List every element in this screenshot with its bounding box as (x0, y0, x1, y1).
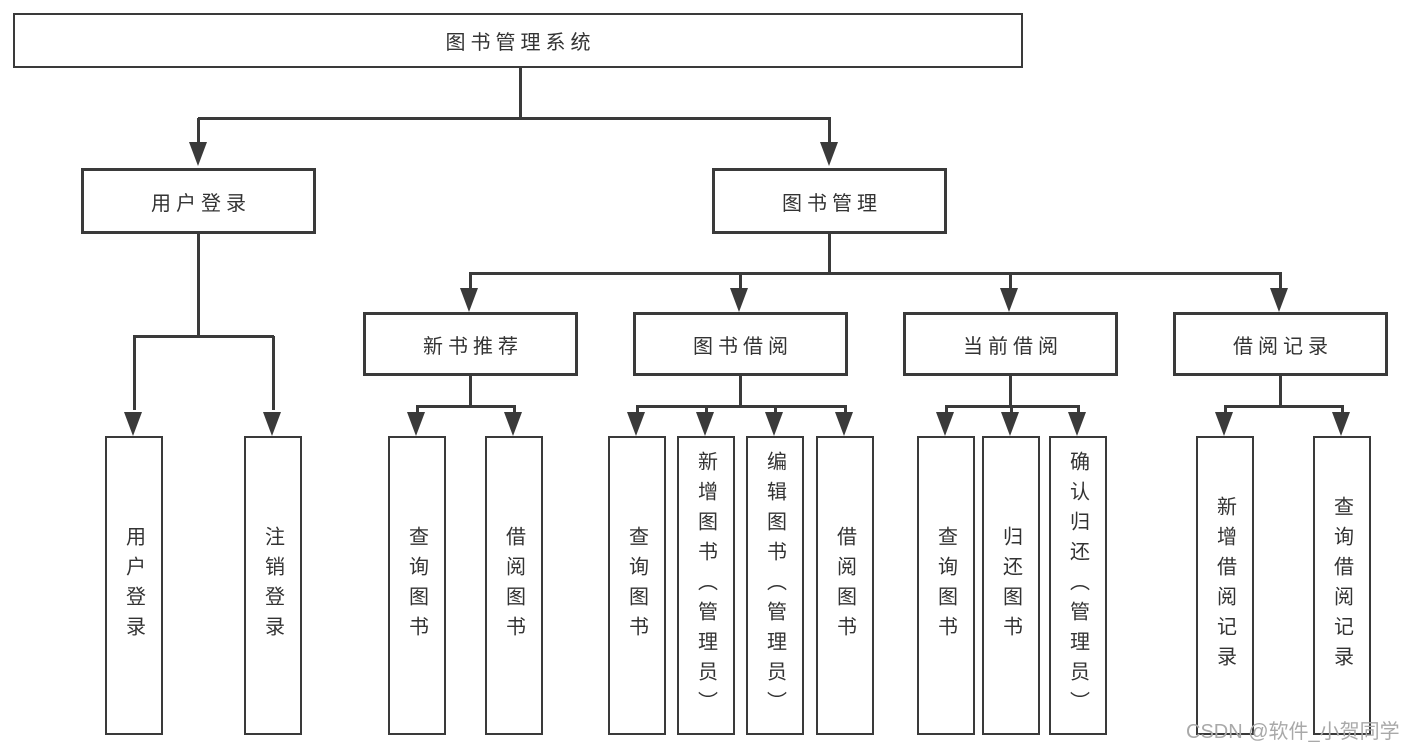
connector-drop-current-borrowing (1009, 274, 1012, 290)
leaf-user-login: 用户登录 (105, 436, 163, 735)
connector-drop-new-book (469, 274, 472, 290)
connector-borrowing-records-hbar (1224, 405, 1344, 408)
connector-new-book-stub (469, 376, 472, 406)
arrow-down-icon (1001, 412, 1019, 436)
leaf-recommend-borrow-book: 借阅图书 (485, 436, 543, 735)
arrow-down-icon (1215, 412, 1233, 436)
arrow-down-icon (124, 412, 142, 436)
arrow-down-icon (189, 142, 207, 166)
arrow-down-icon (1068, 412, 1086, 436)
connector-drop-leaf (1010, 406, 1013, 414)
arrow-down-icon (835, 412, 853, 436)
leaf-records-query-borrow-record: 查询借阅记录 (1313, 436, 1371, 735)
connector-book-borrowing-stub (739, 376, 742, 406)
connector-drop-leaf (1341, 406, 1344, 414)
connector-drop-leaf (416, 406, 419, 414)
arrow-down-icon (504, 412, 522, 436)
connector-drop-user-login (197, 118, 200, 146)
connector-drop-leaf-logout (272, 336, 275, 410)
connector-user-login-stub (197, 234, 200, 336)
node-book-borrowing: 图书借阅 (633, 312, 848, 376)
arrow-down-icon (1270, 288, 1288, 312)
arrow-down-icon (1000, 288, 1018, 312)
leaf-records-add-borrow-record: 新增借阅记录 (1196, 436, 1254, 735)
connector-book-borrowing-hbar (636, 405, 847, 408)
connector-drop-borrowing-records (1279, 274, 1282, 290)
arrow-down-icon (820, 142, 838, 166)
arrow-down-icon (407, 412, 425, 436)
connector-borrowing-records-stub (1279, 376, 1282, 406)
connector-user-login-hbar (133, 335, 274, 338)
node-user-login: 用户登录 (81, 168, 316, 234)
connector-drop-leaf (705, 406, 708, 414)
connector-drop-leaf (774, 406, 777, 414)
connector-drop-book-borrowing (739, 274, 742, 290)
node-book-management: 图书管理 (712, 168, 947, 234)
watermark: CSDN @软件_小贺同学 (1186, 721, 1400, 743)
leaf-logout-login: 注销登录 (244, 436, 302, 735)
arrow-down-icon (730, 288, 748, 312)
leaf-current-confirm-return-admin: 确认归还（管理员） (1049, 436, 1107, 735)
node-new-book-recommendation: 新书推荐 (363, 312, 578, 376)
connector-drop-leaf (945, 406, 948, 414)
leaf-recommend-query-book: 查询图书 (388, 436, 446, 735)
leaf-borrowing-edit-book-admin: 编辑图书（管理员） (746, 436, 804, 735)
arrow-down-icon (765, 412, 783, 436)
connector-book-management-hbar (469, 272, 1282, 275)
leaf-borrowing-borrow-book: 借阅图书 (816, 436, 874, 735)
connector-drop-leaf (1077, 406, 1080, 414)
connector-drop-leaf (636, 406, 639, 414)
node-current-borrowing: 当前借阅 (903, 312, 1118, 376)
connector-new-book-hbar (416, 405, 516, 408)
arrow-down-icon (936, 412, 954, 436)
connector-book-management-stub (828, 234, 831, 274)
leaf-current-query-book: 查询图书 (917, 436, 975, 735)
connector-drop-leaf (844, 406, 847, 414)
leaf-current-return-book: 归还图书 (982, 436, 1040, 735)
arrow-down-icon (263, 412, 281, 436)
connector-drop-leaf-user-login (133, 336, 136, 410)
arrow-down-icon (696, 412, 714, 436)
connector-current-borrowing-hbar (945, 405, 1080, 408)
connector-current-borrowing-stub (1009, 376, 1012, 406)
leaf-borrowing-query-book: 查询图书 (608, 436, 666, 735)
connector-root-hbar (198, 117, 831, 120)
arrow-down-icon (627, 412, 645, 436)
arrow-down-icon (460, 288, 478, 312)
node-borrowing-records: 借阅记录 (1173, 312, 1388, 376)
connector-drop-leaf (1224, 406, 1227, 414)
leaf-borrowing-add-book-admin: 新增图书（管理员） (677, 436, 735, 735)
connector-drop-leaf (513, 406, 516, 414)
connector-drop-book-management (828, 118, 831, 146)
connector-root-stub (519, 66, 522, 118)
arrow-down-icon (1332, 412, 1350, 436)
node-system-root: 图书管理系统 (13, 13, 1023, 68)
